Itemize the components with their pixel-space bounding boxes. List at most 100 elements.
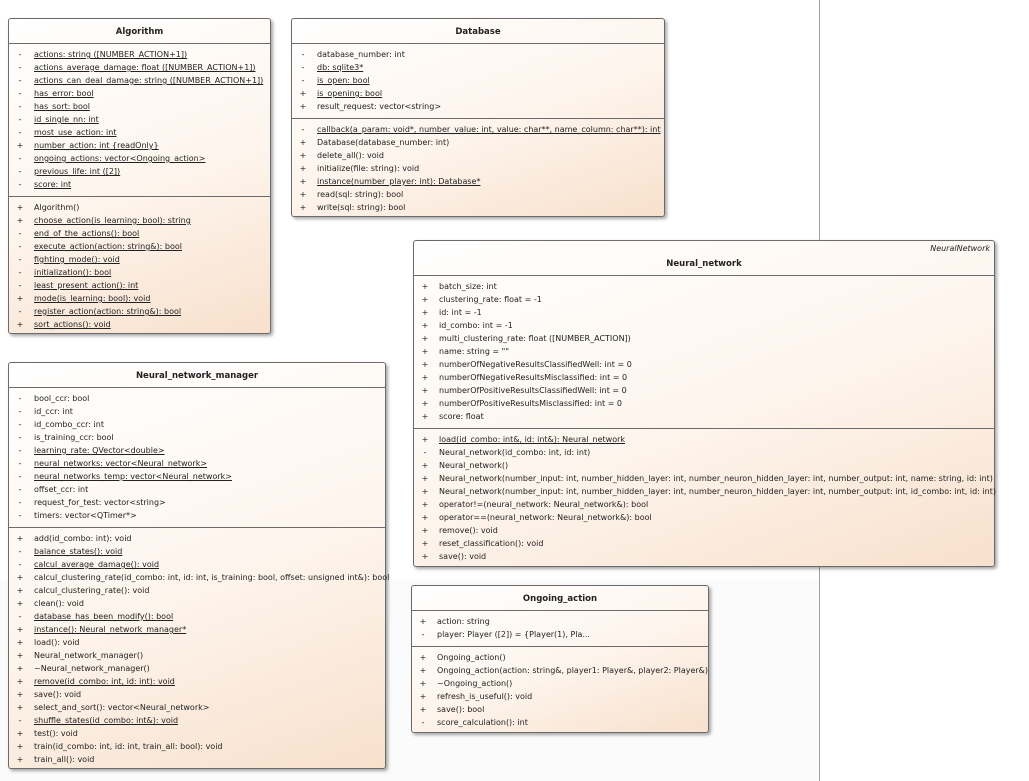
visibility-marker: + — [16, 651, 24, 660]
visibility-marker: + — [299, 102, 307, 111]
visibility-marker: + — [421, 399, 429, 408]
visibility-marker: - — [18, 167, 22, 176]
visibility-marker: + — [421, 500, 429, 509]
member-row: +action: string — [412, 615, 708, 628]
visibility-marker: - — [18, 255, 22, 264]
member-row: -db: sqlite3* — [292, 61, 664, 74]
member-row: +numberOfPositiveResultsMisclassified: i… — [414, 397, 994, 410]
visibility-marker: - — [18, 268, 22, 277]
member-row: -neural_networks_temp: vector<Neural_net… — [9, 470, 385, 483]
member-row: +save(): void — [414, 550, 994, 563]
visibility-marker: + — [16, 638, 24, 647]
member-row: -id_combo_ccr: int — [9, 418, 385, 431]
member-text: register_action(action: string&): bool — [34, 307, 182, 316]
visibility-marker: + — [16, 755, 24, 764]
visibility-marker: + — [421, 526, 429, 535]
visibility-marker: + — [299, 164, 307, 173]
attributes-section: -database_number: int-db: sqlite3*-is_op… — [292, 43, 664, 118]
member-text: select_and_sort(): vector<Neural_network… — [34, 703, 210, 712]
visibility-marker: + — [419, 692, 427, 701]
visibility-marker: - — [301, 125, 305, 134]
visibility-marker: + — [16, 320, 24, 329]
member-text: id_combo_ccr: int — [34, 420, 104, 429]
visibility-marker: + — [421, 474, 429, 483]
visibility-marker: + — [16, 141, 24, 150]
visibility-marker: + — [421, 539, 429, 548]
member-row: +remove(): void — [414, 524, 994, 537]
attributes-section: -bool_ccr: bool-id_ccr: int-id_combo_ccr… — [9, 387, 385, 527]
visibility-marker: + — [421, 321, 429, 330]
member-row: +train(id_combo: int, id: int, train_all… — [9, 740, 385, 753]
visibility-marker: + — [16, 664, 24, 673]
member-text: has_error: bool — [34, 89, 94, 98]
member-row: -database_has_been_modify(): bool — [9, 610, 385, 623]
member-text: score: int — [34, 180, 72, 189]
member-text: is_opening: bool — [317, 89, 383, 98]
member-text: operator!=(neural_network: Neural_networ… — [439, 500, 649, 509]
class-database[interactable]: Database -database_number: int-db: sqlit… — [291, 18, 665, 217]
member-text: Ongoing_action(action: string&, player1:… — [437, 666, 709, 675]
class-ongoing-action[interactable]: Ongoing_action +action: string-player: P… — [411, 585, 709, 733]
member-row: +operator==(neural_network: Neural_netwo… — [414, 511, 994, 524]
class-algorithm[interactable]: Algorithm -actions: string ([NUMBER_ACTI… — [8, 18, 271, 334]
visibility-marker: - — [18, 511, 22, 520]
member-text: initialize(file: string): void — [317, 164, 420, 173]
member-text: ~Ongoing_action() — [437, 679, 513, 688]
member-text: reset_classification(): void — [439, 539, 544, 548]
visibility-marker: + — [299, 190, 307, 199]
member-text: db: sqlite3* — [317, 63, 364, 72]
member-row: +multi_clustering_rate: float ([NUMBER_A… — [414, 332, 994, 345]
visibility-marker: + — [421, 513, 429, 522]
member-text: request_for_test: vector<string> — [34, 498, 166, 507]
member-row: +name: string = "" — [414, 345, 994, 358]
member-text: execute_action(action: string&): bool — [34, 242, 182, 251]
visibility-marker: - — [18, 394, 22, 403]
member-row: +load(): void — [9, 636, 385, 649]
member-row: +~Neural_network_manager() — [9, 662, 385, 675]
member-row: + operator!=(neural_network: Neural_netwo… — [414, 498, 994, 511]
visibility-marker: - — [301, 50, 305, 59]
visibility-marker: - — [18, 446, 22, 455]
visibility-marker: + — [16, 690, 24, 699]
member-row: +load(id_combo: int&, id: int&): Neural_… — [414, 433, 994, 446]
member-text: most_use_action: int — [34, 128, 117, 137]
member-text: write(sql: string): bool — [317, 203, 406, 212]
member-row: +train_all(): void — [9, 753, 385, 766]
visibility-marker: + — [419, 679, 427, 688]
member-text: mode(is_learning: bool): void — [34, 294, 151, 303]
member-row: - most_use_action: int — [9, 126, 270, 139]
member-row: +batch_size: int — [414, 280, 994, 293]
member-text: actions: string ([NUMBER_ACTION+1]) — [34, 50, 188, 59]
member-row: -ongoing_actions: vector<Ongoing_action> — [9, 152, 270, 165]
member-row: +Neural_network(number_input: int, numbe… — [414, 472, 994, 485]
visibility-marker: + — [16, 742, 24, 751]
visibility-marker: - — [18, 50, 22, 59]
member-row: +result_request: vector<string> — [292, 100, 664, 113]
member-row: +select_and_sort(): vector<Neural_networ… — [9, 701, 385, 714]
member-text: Neural_network_manager() — [34, 651, 144, 660]
member-text: instance(number_player: int): Database* — [317, 177, 481, 186]
member-text: initialization(): bool — [34, 268, 112, 277]
visibility-marker: - — [18, 433, 22, 442]
member-text: name: string = "" — [439, 347, 510, 356]
member-row: -score_calculation(): int — [412, 716, 708, 729]
member-row: +save(): void — [9, 688, 385, 701]
class-neural-network[interactable]: NeuralNetwork Neural_network +batch_size… — [413, 240, 996, 567]
member-row: -register_action(action: string&): bool — [9, 305, 270, 318]
member-text: choose_action(is_learning: bool): string — [34, 216, 191, 225]
class-neural-network-manager[interactable]: Neural_network_manager -bool_ccr: bool-i… — [8, 362, 389, 771]
visibility-marker: - — [18, 128, 22, 137]
visibility-marker: - — [18, 242, 22, 251]
member-row: -score: int — [9, 178, 270, 191]
member-row: - actions: string ([NUMBER_ACTION+1]) — [9, 48, 270, 61]
operations-section: +add(id_combo: int): void-balance_states… — [9, 527, 389, 771]
member-text: end_of_the_actions(): bool — [34, 229, 140, 238]
attributes-section: -actions: string ([NUMBER_ACTION+1])-act… — [9, 43, 270, 196]
member-text: learning_rate: QVector<double> — [34, 446, 165, 455]
visibility-marker: - — [18, 498, 22, 507]
member-text: remove(id_combo: int, id: int): void — [34, 677, 175, 686]
member-row: +instance(): Neural_network_manager* — [9, 623, 385, 636]
member-row: -has_sort: bool — [9, 100, 270, 113]
member-row: +add(id_combo: int): void — [9, 532, 385, 545]
visibility-marker: + — [299, 138, 307, 147]
